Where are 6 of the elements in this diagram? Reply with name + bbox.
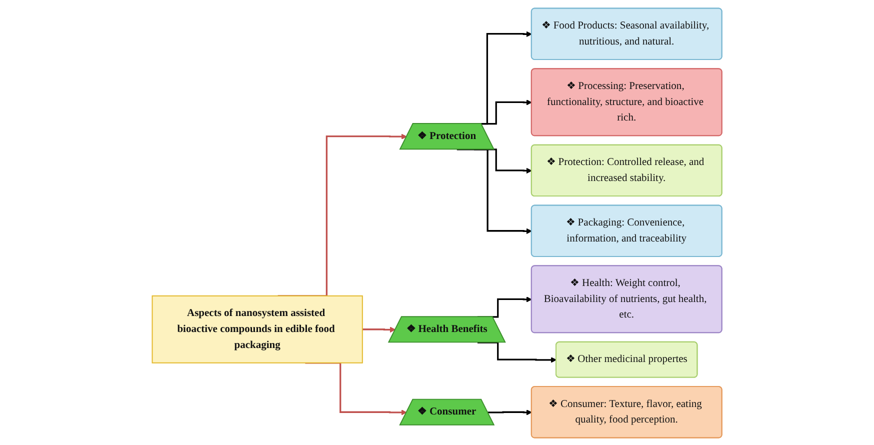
arrow	[362, 326, 396, 332]
arrow	[488, 409, 532, 415]
node-box	[152, 294, 363, 363]
flowchart-diagram: Aspects of nanosystem assisted bioactive compounds in edible food packaging ❖ Protection ❖ Health Benefits ❖ Consumer ❖ Food Products: Seasonal availability, nutritious, and natural. ❖ Processing: Preservation, functionality, structure, and bioactive rich. ❖ Protection: Controlled release, and increased stability. ❖ Packaging: Convenience, information, and traceability ❖ Health: Weight control, Bioavailability of nutrients, gut health, etc. ❖ Other medicinal propertes ❖ Consumer: Texture, flavor, eating quality, food perception.	[146, 2, 728, 442]
arrow	[477, 341, 557, 362]
arrow	[456, 148, 532, 234]
